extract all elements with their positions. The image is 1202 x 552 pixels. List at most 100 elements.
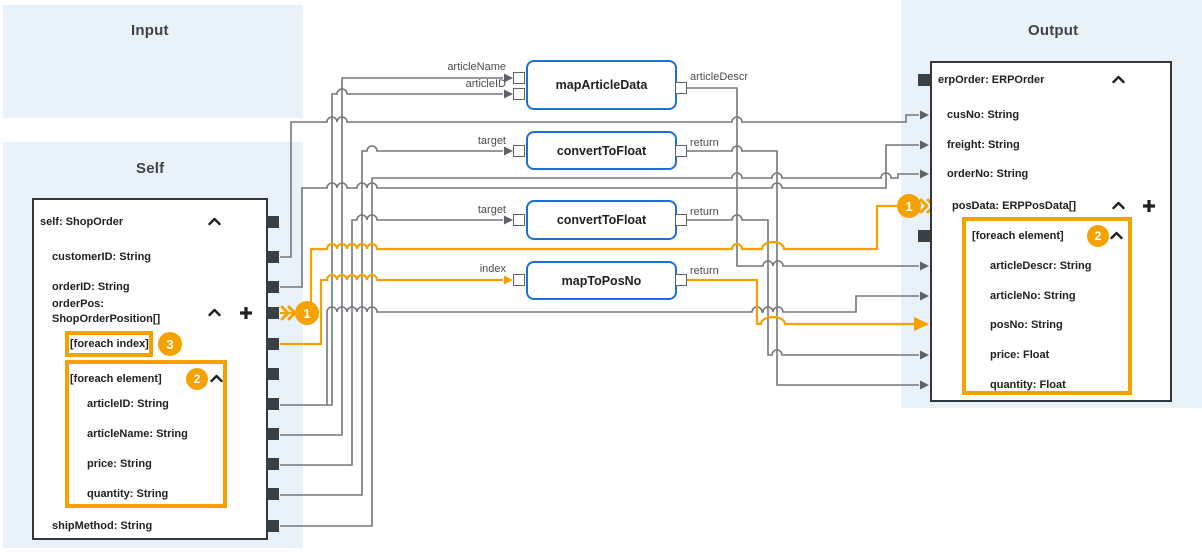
- tree-node-orderno[interactable]: orderNo: String: [947, 168, 1029, 180]
- wire-label-articlename: articleName: [447, 61, 506, 73]
- wire-price-converttofloat2[interactable]: [280, 214, 503, 466]
- port-fn-out-articledescr[interactable]: [675, 82, 687, 94]
- arrowhead: [920, 291, 929, 301]
- arrowhead: [920, 110, 929, 120]
- chevron-up-icon[interactable]: [1110, 231, 1123, 240]
- self-foreach-element-loopbox[interactable]: [65, 360, 227, 508]
- tree-node-posno[interactable]: posNo: String: [990, 319, 1063, 331]
- badge-self-foreach-element[interactable]: 2: [186, 368, 208, 390]
- arrowhead: [504, 73, 513, 83]
- port-fn-in-articleid[interactable]: [513, 88, 525, 100]
- function-label: convertToFloat: [556, 213, 647, 227]
- function-label: mapArticleData: [555, 78, 648, 92]
- tree-node-posdata[interactable]: posData: ERPPosData[]: [952, 200, 1077, 212]
- port-price[interactable]: [267, 458, 279, 470]
- port-fn-out-return-1[interactable]: [675, 145, 687, 157]
- tree-node-articlename[interactable]: articleName: String: [87, 428, 188, 440]
- plus-icon[interactable]: [1142, 199, 1156, 213]
- tree-node-erporder-root[interactable]: erpOrder: ERPOrder: [938, 74, 1045, 86]
- chevron-up-icon[interactable]: [210, 374, 223, 383]
- tree-node-self-root[interactable]: self: ShopOrder: [40, 216, 124, 228]
- tree-node-price-float[interactable]: price: Float: [990, 349, 1050, 361]
- self-panel-title: Self: [136, 160, 165, 177]
- wire-customerid-cusno[interactable]: [280, 114, 919, 258]
- port-foreach-index[interactable]: [267, 338, 279, 350]
- tree-node-orderpos-line2[interactable]: ShopOrderPosition[]: [52, 313, 161, 325]
- chevron-up-icon[interactable]: [1112, 201, 1125, 210]
- function-maparticledata[interactable]: mapArticleData: [526, 60, 677, 110]
- tree-node-price[interactable]: price: String: [87, 458, 152, 470]
- port-fn-out-return-3[interactable]: [675, 274, 687, 286]
- wire-label-articledescr: articleDescr: [690, 71, 748, 83]
- arrowhead: [920, 169, 929, 179]
- tree-node-quantity-float[interactable]: quantity: Float: [990, 379, 1066, 391]
- function-label: mapToPosNo: [561, 273, 642, 288]
- wire-foreachindex-maptoposno[interactable]: [280, 273, 503, 346]
- port-output-foreach-element[interactable]: [918, 230, 930, 242]
- badge-output-loop[interactable]: 1: [897, 194, 921, 218]
- tree-node-foreach-index[interactable]: [foreach index]: [70, 338, 149, 350]
- wire-articleid-articleno[interactable]: [326, 295, 919, 405]
- tree-node-orderpos-line1[interactable]: orderPos:: [52, 298, 104, 310]
- wire-articleid-maparticledata[interactable]: [280, 88, 503, 406]
- port-fn-in-index[interactable]: [513, 274, 525, 286]
- function-maptoposno[interactable]: mapToPosNo: [526, 261, 677, 300]
- port-articlename[interactable]: [267, 428, 279, 440]
- port-fn-in-target-2[interactable]: [513, 214, 525, 226]
- wire-maparticledata-articledescr[interactable]: [687, 87, 919, 267]
- plus-icon[interactable]: [239, 306, 253, 320]
- arrowhead: [920, 140, 929, 150]
- wire-converttofloat1-quantity[interactable]: [687, 145, 919, 386]
- tree-node-quantity[interactable]: quantity: String: [87, 488, 169, 500]
- tree-node-freight[interactable]: freight: String: [947, 139, 1020, 151]
- port-self-foreach-element[interactable]: [267, 368, 279, 380]
- function-converttofloat-1[interactable]: convertToFloat: [526, 131, 677, 170]
- arrowhead: [504, 215, 513, 225]
- foreach-index-loopbox[interactable]: [65, 331, 153, 357]
- chevron-up-icon[interactable]: [1112, 75, 1125, 84]
- port-fn-in-target-1[interactable]: [513, 145, 525, 157]
- tree-node-orderid[interactable]: orderID: String: [52, 281, 130, 293]
- badge-self-loop[interactable]: 1: [295, 301, 319, 325]
- wire-quantity-converttofloat1[interactable]: [280, 145, 503, 496]
- arrowhead: [920, 261, 929, 271]
- wire-label-return-2: return: [690, 206, 719, 218]
- port-customerid[interactable]: [267, 251, 279, 263]
- tree-node-customerid[interactable]: customerID: String: [52, 251, 152, 263]
- tree-node-articleid[interactable]: articleID: String: [87, 398, 169, 410]
- chevron-up-icon[interactable]: [208, 217, 221, 226]
- arrowhead-orange-large: [914, 317, 929, 331]
- tree-node-cusno[interactable]: cusNo: String: [947, 109, 1020, 121]
- function-converttofloat-2[interactable]: convertToFloat: [526, 200, 677, 240]
- wire-articlename-maparticledata[interactable]: [280, 77, 503, 436]
- self-tree-box: [32, 198, 268, 540]
- wire-label-target-1: target: [478, 135, 506, 147]
- port-articleid[interactable]: [267, 398, 279, 410]
- port-self-root[interactable]: [267, 216, 279, 228]
- port-fn-in-articlename[interactable]: [513, 72, 525, 84]
- tree-node-self-foreach-element[interactable]: [foreach element]: [70, 373, 162, 385]
- port-orderpos[interactable]: [267, 307, 279, 319]
- tree-node-articledescr[interactable]: articleDescr: String: [990, 260, 1092, 272]
- badge-output-foreach-element[interactable]: 2: [1087, 225, 1109, 247]
- arrowhead: [504, 146, 513, 156]
- input-panel: [3, 5, 303, 118]
- port-shipmethod[interactable]: [267, 520, 279, 532]
- port-erporder-root[interactable]: [918, 74, 930, 86]
- input-panel-title: Input: [131, 22, 169, 39]
- chevron-up-icon[interactable]: [208, 308, 221, 317]
- badge-foreach-index[interactable]: 3: [158, 332, 182, 356]
- port-fn-out-return-2[interactable]: [675, 214, 687, 226]
- wire-converttofloat2-price[interactable]: [687, 214, 919, 356]
- tree-node-output-foreach-element[interactable]: [foreach element]: [972, 230, 1064, 242]
- port-quantity[interactable]: [267, 488, 279, 500]
- wire-orderpos-posdata-loop[interactable]: [280, 204, 897, 315]
- tree-node-articleno[interactable]: articleNo: String: [990, 290, 1076, 302]
- port-orderid[interactable]: [267, 281, 279, 293]
- wire-label-articleid: articleID: [466, 78, 506, 90]
- output-foreach-element-loopbox[interactable]: [962, 217, 1132, 395]
- tree-node-shipmethod[interactable]: shipMethod: String: [52, 520, 153, 532]
- wire-maptoposno-posno[interactable]: [687, 278, 914, 326]
